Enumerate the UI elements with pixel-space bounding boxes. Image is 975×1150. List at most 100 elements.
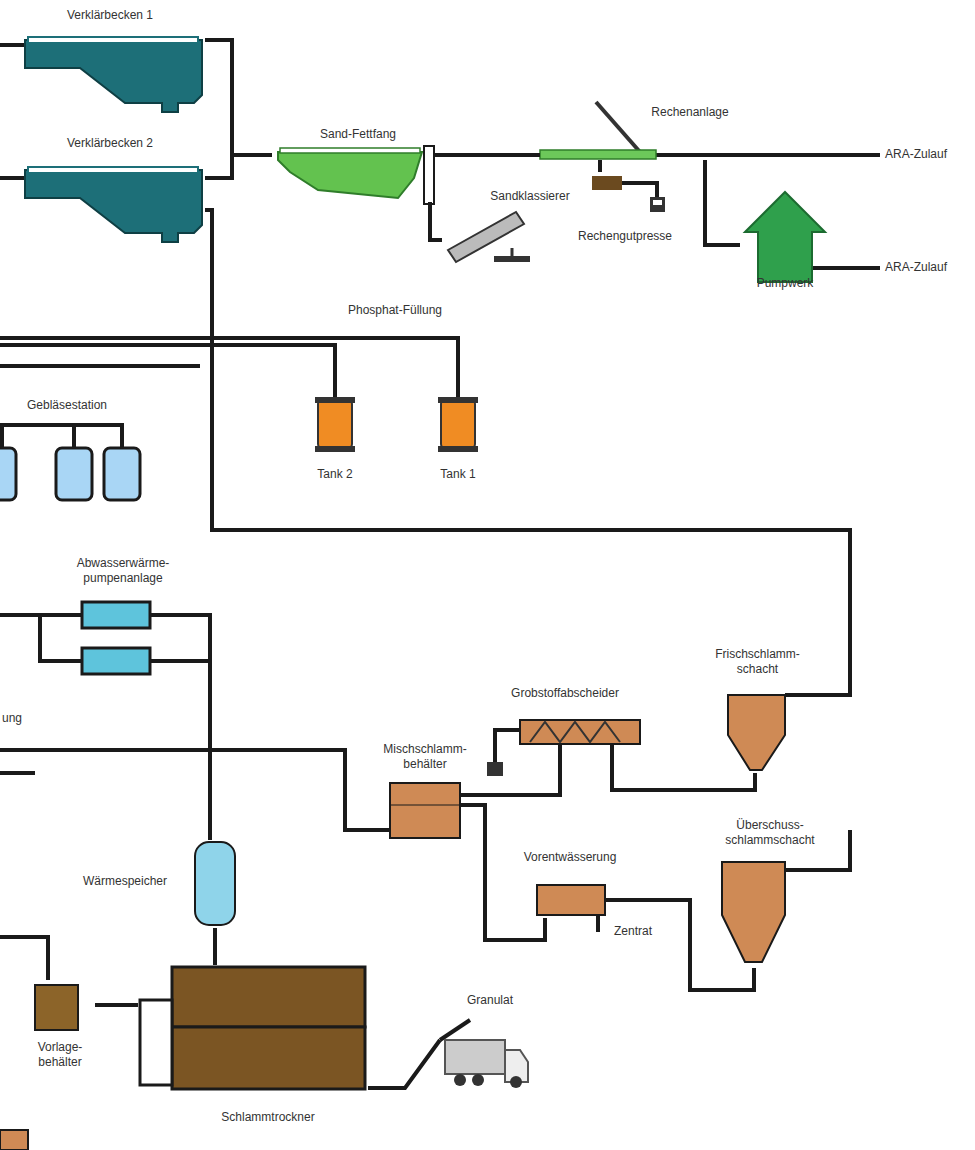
blower (56, 448, 92, 500)
dryer (172, 1027, 365, 1089)
pipe (0, 771, 35, 775)
tank (441, 400, 475, 448)
grit-trap (278, 152, 422, 198)
pipe-connector (205, 210, 850, 695)
container (487, 762, 503, 776)
unit-label: Gebläsestation (27, 398, 107, 413)
pipe (40, 615, 82, 661)
pipe-connector (184, 615, 210, 840)
plant-unit: Tank 2 (305, 385, 365, 485)
wheel (472, 1074, 484, 1086)
plant-unit: Mischschlamm- behälter (375, 740, 475, 840)
pipe-connector (630, 900, 754, 990)
level-line (390, 805, 460, 806)
plant-unit: Verklärbecken 1 (22, 5, 205, 115)
dryer-head (140, 1000, 172, 1085)
container (650, 197, 665, 212)
pipe-connector (598, 160, 602, 172)
air-pipe (0, 425, 4, 448)
mixing-tank (390, 783, 460, 838)
inflow-pipe (810, 266, 880, 270)
pipe (0, 43, 25, 47)
pipe-connector (368, 1040, 440, 1088)
unit-label: Tank 1 (440, 467, 475, 482)
unit-label: Frischschlamm- schacht (705, 647, 810, 677)
sand-classifier-screw (448, 212, 524, 262)
air-pipe (72, 425, 76, 448)
unit-label: Sandklassierer (490, 189, 569, 204)
conveyor (440, 1020, 470, 1040)
plant-unit: Abwasserwärme- pumpenanlage (62, 556, 184, 680)
air-pipe (0, 425, 122, 448)
plant-label: ARA-Zulauf (885, 147, 947, 162)
connectors (95, 40, 850, 1088)
pipe (150, 613, 184, 617)
plant-unit: Vorentwässerung (510, 848, 630, 918)
pipe-connector (434, 153, 540, 157)
pipe-connector (475, 805, 545, 940)
plant-unit: Pumpwerk (740, 188, 830, 293)
heat-pump (82, 602, 150, 628)
sludge-shaft (722, 862, 785, 962)
pipe (150, 615, 210, 661)
grit-trap-bridge (280, 148, 420, 153)
plant-unit: Rechenanlage (540, 100, 740, 160)
unit-label: Verklärbecken 1 (67, 8, 153, 23)
pump-house (745, 192, 825, 282)
plant-unit: Gebläsestation (0, 396, 145, 504)
unit-label: Grobstoffabscheider (511, 686, 619, 701)
pipe-connector (205, 40, 272, 155)
screenings-press (592, 176, 622, 190)
pipe (460, 793, 475, 797)
pipe (0, 345, 335, 400)
heat-storage-vessel (195, 842, 235, 925)
pipe (0, 176, 25, 180)
plant-unit: Verklärbecken 2 (22, 133, 205, 245)
unit-label: Abwasserwärme- pumpenanlage (62, 556, 184, 586)
unit-label: Vorentwässerung (524, 850, 617, 865)
outlet-pipe (424, 146, 434, 204)
pipe (622, 183, 657, 197)
unit-label: Tank 2 (317, 467, 352, 482)
clarifier-tank (25, 170, 202, 242)
plant-unit: Grobstoffabscheider (505, 683, 650, 745)
plant-unit: Rechengutpresse (575, 172, 690, 247)
pipe (785, 693, 810, 697)
pipe-connector (95, 1003, 138, 1007)
tank-band (315, 397, 355, 403)
pipe (495, 730, 520, 762)
feed-tank (35, 985, 78, 1030)
unit-label: Granulat (467, 993, 513, 1008)
plant-unit: Schlammtrockner (138, 965, 368, 1130)
classifier-stand (494, 256, 530, 262)
pipe (0, 937, 48, 980)
screen-rake (596, 102, 640, 152)
unit-label: Pumpwerk (757, 276, 814, 291)
heat-pump (82, 648, 150, 674)
unit-label: Rechenanlage (651, 105, 728, 120)
sludge-shaft (728, 695, 785, 770)
unit-label: Wärmespeicher (83, 874, 167, 889)
tank-band (438, 446, 478, 452)
unit-label: Schlammtrockner (221, 1110, 314, 1125)
unit-label: Verklärbecken 2 (67, 136, 153, 151)
dryer (172, 967, 365, 1027)
pipe-connector (705, 160, 740, 245)
plant-label: ARA-Zulauf (885, 260, 947, 275)
unit-label: Vorlage- behälter (25, 1040, 95, 1070)
plant-unit: Tank 1 (428, 385, 488, 485)
clarifier-tank (25, 40, 202, 112)
screw-flight (530, 722, 620, 742)
tank-band (315, 446, 355, 452)
screen-channel (540, 150, 656, 159)
plant-unit: Granulat (440, 993, 540, 1098)
classifier-stand (511, 248, 514, 256)
unit-label: Überschuss- schlammschacht (710, 818, 830, 848)
plant-label: Phosphat-Füllung (348, 303, 442, 318)
pipe-connector (205, 155, 272, 178)
container (653, 200, 662, 205)
pipe (0, 750, 390, 830)
plant-label: Zentrat (614, 924, 652, 939)
plant-unit: Frischschlamm- schacht (705, 645, 810, 773)
